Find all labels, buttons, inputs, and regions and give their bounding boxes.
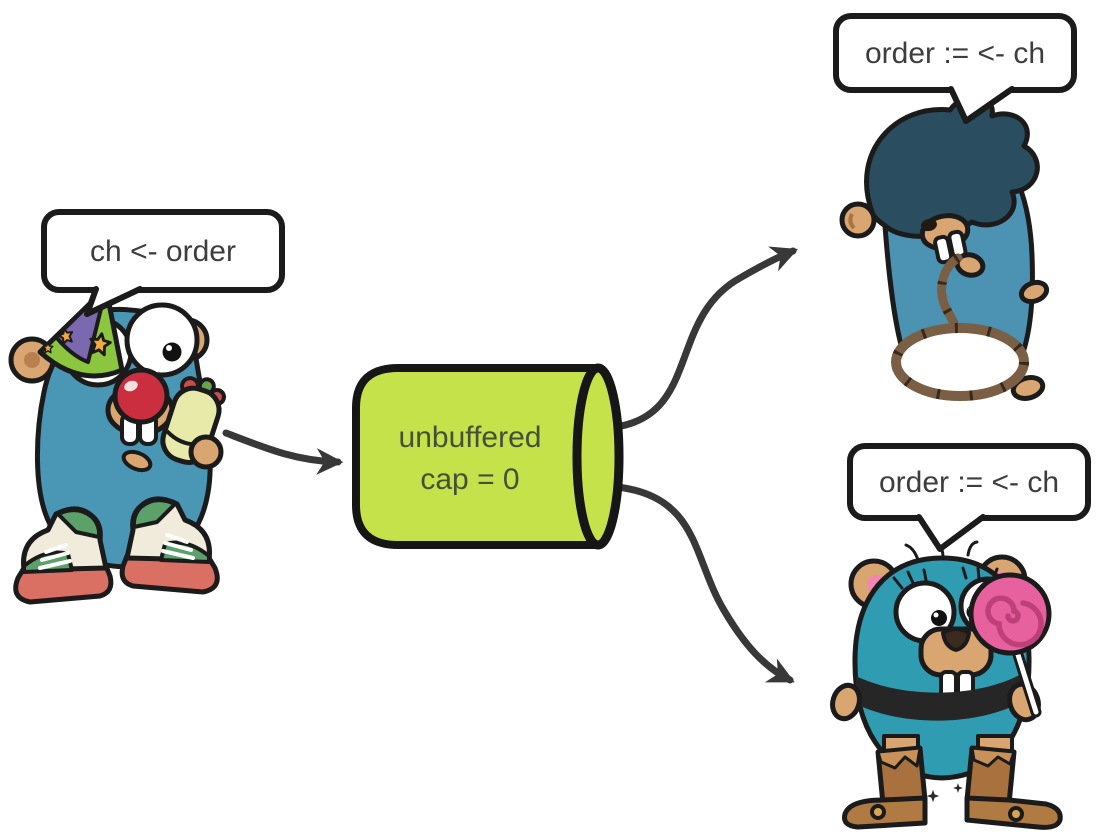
party-gopher	[8, 285, 226, 602]
cowboy-boot-icon	[842, 734, 928, 830]
bubble-tail	[948, 86, 1015, 124]
cylinder-body	[356, 368, 598, 545]
lollipop-icon	[968, 572, 1052, 718]
cylinder-end-cap	[572, 363, 624, 550]
lasso-rope-icon	[891, 253, 1029, 401]
receiver-top-speech-text: order := <- ch	[865, 37, 1045, 70]
eyelashes	[892, 566, 999, 590]
channel-label-line2: cap = 0	[420, 463, 519, 496]
sender-speech-text: ch <- order	[90, 235, 236, 268]
sneaker-icon	[16, 509, 111, 602]
channel-label-line1: unbuffered	[399, 421, 542, 454]
receive-arrow-top	[612, 246, 798, 431]
sender-speech-bubble: ch <- order	[41, 209, 285, 317]
nose-icon	[921, 218, 937, 232]
pompadour-hair-icon	[864, 93, 1040, 239]
pompadour-rope-gopher	[839, 93, 1050, 401]
channel-cylinder: unbuffered cap = 0	[352, 363, 624, 550]
tongue-icon	[121, 449, 153, 473]
nose-icon	[941, 627, 971, 652]
receiver-bottom-speech-bubble: order := <- ch	[847, 443, 1091, 552]
bubble-tail	[916, 514, 986, 552]
receive-arrow-bottom	[614, 483, 795, 684]
eye-icon	[124, 302, 200, 378]
sparkle-icon	[926, 789, 940, 803]
foot	[1010, 375, 1046, 401]
receiver-bottom-speech-text: order := <- ch	[879, 466, 1059, 499]
send-arrow	[222, 429, 344, 475]
cowboy-boot-icon	[964, 734, 1063, 830]
cylinder-outline	[352, 364, 602, 549]
cowgirl-lollipop-gopher	[830, 538, 1063, 830]
hand	[188, 434, 224, 470]
paw	[1018, 279, 1050, 305]
hand	[830, 682, 862, 722]
belt-icon	[856, 670, 1028, 721]
receiver-top-speech-bubble: order := <- ch	[833, 13, 1077, 124]
ear-icon	[839, 201, 877, 239]
clown-nose-icon	[112, 367, 170, 425]
sparkle-icon	[953, 783, 963, 793]
bubble-tail	[84, 286, 143, 317]
